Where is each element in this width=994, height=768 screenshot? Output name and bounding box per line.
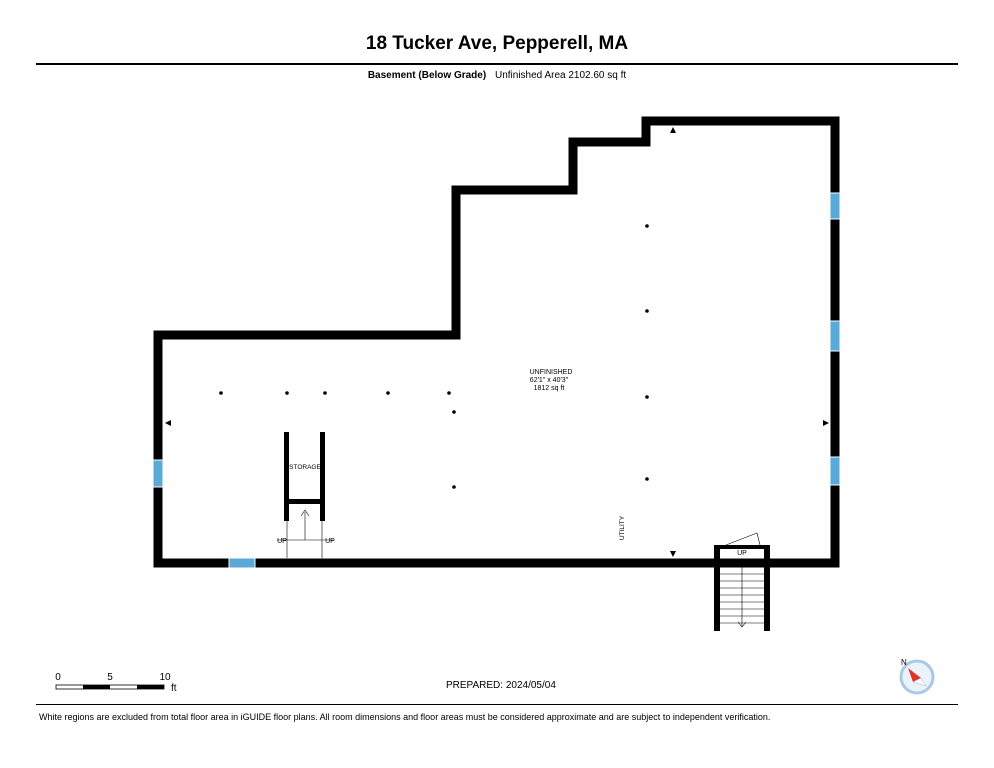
stair-label-bulkhead-up: UP bbox=[737, 550, 747, 557]
scale-label-0: 0 bbox=[55, 672, 61, 683]
compass-icon: N bbox=[899, 658, 935, 695]
dimension-markers bbox=[165, 127, 829, 557]
scale-bar: 0 5 10 ft bbox=[55, 672, 177, 694]
stair-label-up-left: UP bbox=[277, 538, 287, 545]
scale-label-5: 5 bbox=[107, 672, 113, 683]
room-area-unfinished: 1812 sq ft bbox=[534, 385, 565, 392]
storage-closet bbox=[284, 432, 325, 521]
window-bottom bbox=[228, 557, 256, 569]
floor-subtitle: Basement (Below Grade) Unfinished Area 2… bbox=[0, 70, 994, 81]
footer-disclaimer: White regions are excluded from total fl… bbox=[39, 712, 771, 722]
interior-stairs bbox=[277, 509, 333, 558]
scale-unit: ft bbox=[171, 683, 177, 694]
room-name-utility: UTILITY bbox=[619, 515, 626, 540]
room-name-unfinished: UNFINISHED bbox=[530, 369, 573, 376]
floor-name: Basement (Below Grade) bbox=[367, 70, 487, 81]
window-right-1 bbox=[829, 192, 841, 220]
top-divider bbox=[36, 63, 958, 65]
exterior-walls bbox=[153, 116, 840, 568]
plan-title: 18 Tucker Ave, Pepperell, MA bbox=[365, 33, 629, 54]
window-right-2 bbox=[829, 320, 841, 352]
scale-label-10: 10 bbox=[159, 672, 171, 683]
compass-north-label: N bbox=[901, 658, 907, 667]
bottom-divider bbox=[36, 704, 958, 705]
room-name-storage: STORAGE bbox=[289, 464, 321, 471]
prepared-date: PREPARED: 2024/05/04 bbox=[446, 680, 556, 691]
bulkhead-stairs bbox=[714, 532, 770, 631]
room-dimensions-unfinished: 62'1" x 40'3" bbox=[530, 377, 569, 384]
support-posts bbox=[219, 224, 649, 489]
floor-area: Unfinished Area 2102.60 sq ft bbox=[494, 70, 627, 81]
stair-label-up-right: UP bbox=[325, 538, 335, 545]
window-right-3 bbox=[829, 456, 841, 486]
window-left bbox=[152, 459, 164, 488]
